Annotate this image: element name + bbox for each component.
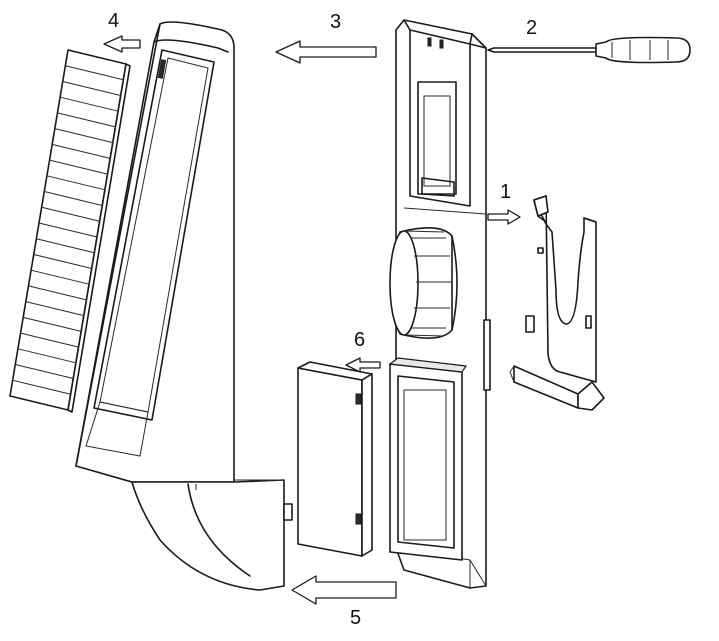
plate-screw-hole-icon <box>439 39 444 49</box>
grille-slat <box>62 80 121 96</box>
step-arrow-5 <box>291 575 397 605</box>
battery-cover <box>297 361 373 557</box>
grille-slat <box>28 285 87 301</box>
front-housing-cover <box>75 21 293 591</box>
grille-slat <box>44 191 103 207</box>
grille-slat <box>33 253 92 269</box>
step-label-1: 1 <box>500 181 511 203</box>
grille-slat <box>38 222 98 238</box>
cover-latch-icon <box>355 513 362 525</box>
step-label-3: 3 <box>330 11 341 33</box>
grille-slat <box>59 96 119 112</box>
grille-slat <box>20 332 79 348</box>
grille-slat <box>23 316 82 332</box>
back-mounting-plate <box>388 19 491 589</box>
rotary-dial-knob <box>389 227 458 339</box>
step-arrow-6 <box>345 357 381 373</box>
housing-slot-icon <box>157 59 167 79</box>
grille-slat <box>57 112 116 128</box>
plate-screw-hole-icon <box>427 37 432 47</box>
step-label-4: 4 <box>108 10 119 32</box>
grille-slat <box>46 175 106 191</box>
battery-compartment <box>388 357 468 561</box>
grille-slat <box>52 143 111 159</box>
grille-slat <box>30 269 90 285</box>
step-arrow-3 <box>275 40 377 64</box>
step-label-6: 6 <box>354 329 365 351</box>
step-label-5: 5 <box>350 607 361 629</box>
grille-slat <box>54 128 113 144</box>
step-arrow-4 <box>103 35 141 53</box>
vented-grille-panel <box>9 49 131 413</box>
grille-slat <box>12 379 71 395</box>
grille-slat <box>49 159 108 175</box>
step-arrow-1 <box>487 209 521 225</box>
grille-slat <box>36 238 95 254</box>
grille-slat <box>25 301 84 317</box>
grille-slat <box>41 206 100 222</box>
cover-latch-icon <box>355 393 362 405</box>
screwdriver-tool <box>487 36 691 64</box>
wall-mounting-bracket <box>509 195 605 411</box>
step-label-2: 2 <box>526 17 537 39</box>
grille-slat <box>65 65 124 81</box>
grille-slat <box>17 348 77 364</box>
grille-slat <box>15 364 74 380</box>
